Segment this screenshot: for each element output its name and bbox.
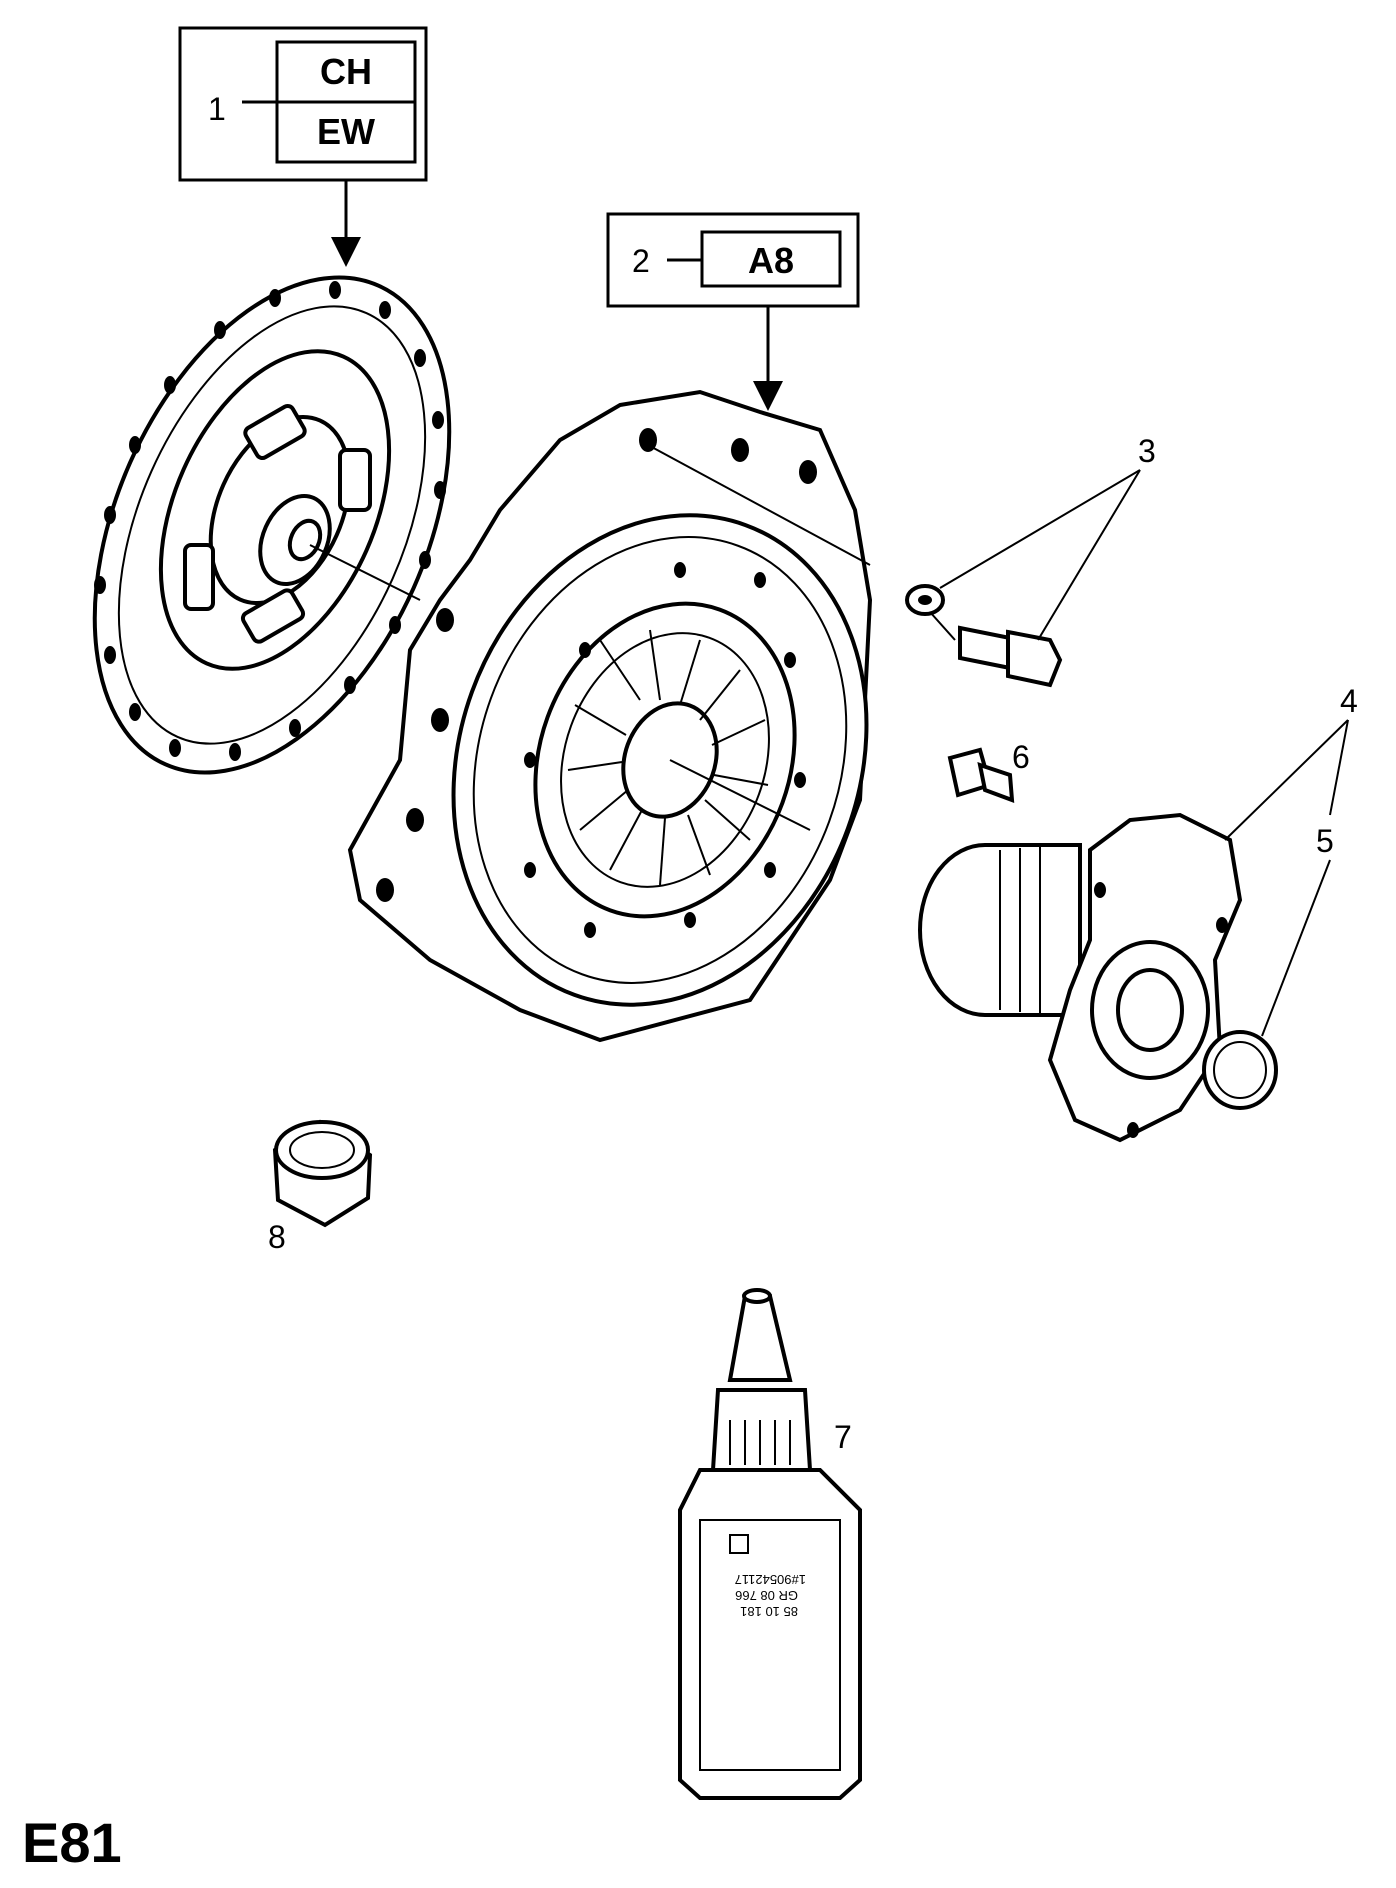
release-bearing <box>918 812 1243 1143</box>
pilot-bushing <box>272 1119 373 1228</box>
diaphragm-fingers <box>567 629 769 886</box>
fluid-bottle: 1#90542117 GR 08 766 85 10 181 <box>678 1288 862 1800</box>
leader-4a <box>1224 719 1349 841</box>
part-number-4: 4 <box>1340 683 1358 719</box>
part-number-8: 8 <box>268 1219 286 1255</box>
callout-box-2: 2 A8 <box>606 212 860 411</box>
pressure-plate-holes <box>376 428 817 938</box>
page-code: E81 <box>22 1811 122 1874</box>
leader-5 <box>1261 859 1331 1037</box>
clutch-disc <box>92 275 452 775</box>
leader-3a <box>939 469 1141 589</box>
small-bolt <box>947 747 1015 803</box>
callout-2-number: 2 <box>632 243 650 279</box>
callout-2-code-a8: A8 <box>748 240 794 281</box>
pressure-plate <box>347 389 873 1043</box>
bottle-label-line3: 85 10 181 <box>740 1604 798 1619</box>
part-number-7: 7 <box>834 1419 852 1455</box>
leader-4b <box>1329 719 1349 816</box>
callout-1-code-ch: CH <box>320 51 372 92</box>
clutch-disc-rivets <box>94 281 446 761</box>
callout-1-number: 1 <box>208 91 226 127</box>
bolt-with-washer <box>905 584 1063 688</box>
o-ring <box>1202 1030 1278 1110</box>
callout-box-1: 1 CH EW <box>178 26 428 267</box>
callout-1-code-ew: EW <box>317 111 375 152</box>
part-number-3: 3 <box>1138 433 1156 469</box>
part-number-5: 5 <box>1316 823 1334 859</box>
bottle-label-line1: 1#90542117 <box>735 1572 806 1587</box>
bottle-label-line2: GR 08 766 <box>735 1588 798 1603</box>
leader-3b <box>1037 469 1141 641</box>
part-number-6: 6 <box>1012 739 1030 775</box>
